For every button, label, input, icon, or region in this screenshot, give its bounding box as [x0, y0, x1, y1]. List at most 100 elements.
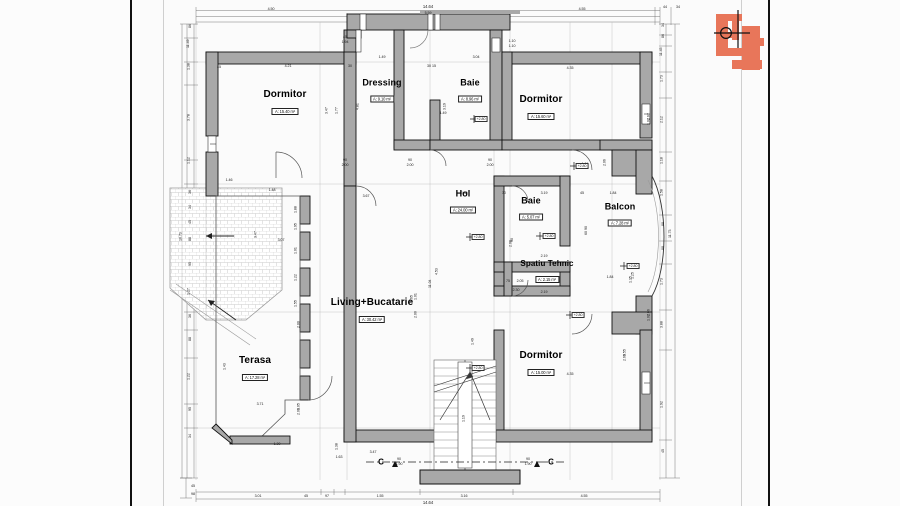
dimension-inner-31: 1.88 [293, 206, 298, 213]
dimension-inner-17: 90 [343, 158, 347, 162]
dimension-right-15: 1.02 [646, 118, 651, 125]
room-area-dormitor-se: A: 15.00 m² [527, 369, 555, 376]
dimension-inner-72: 3.07 [277, 238, 285, 242]
section-marker-label-1: C [548, 457, 554, 467]
dimension-left-10: 95 [188, 262, 193, 266]
dimension-left-12: 36 [188, 314, 193, 318]
dimension-right-10: 1.73 [659, 278, 664, 285]
room-label-terasa[interactable]: Terasa A: 17.28 m² [239, 356, 271, 384]
dimension-inner-64: 3.47 [369, 450, 377, 454]
room-name-dressing: Dressing [362, 77, 402, 88]
dimension-inner-51: 1.35 [628, 276, 633, 283]
dimension-inner-70: 1.90 [524, 462, 532, 466]
room-name-dormitor-se: Dormitor [519, 350, 563, 361]
dimension-inner-71: 1.46 [225, 178, 233, 182]
page-inner-edge-right [741, 0, 742, 506]
dimension-right-1: 86 [661, 34, 666, 38]
dimension-inner-7: 30 [427, 64, 431, 68]
dimension-left-9: 88 [188, 237, 193, 241]
room-area-baie-nord: A: 8.96 m² [458, 95, 482, 103]
section-marker-arrow-1 [534, 461, 540, 467]
room-label-spatiu-tehnic[interactable]: Spatiu Tehnic A: 2.15 m² [520, 260, 573, 286]
dimension-inner-47: 75 [506, 279, 510, 283]
room-name-baie-centru: Baie [521, 195, 541, 206]
dimension-inner-29: 1.48 [268, 188, 276, 192]
room-area-spatiu-tehnic: A: 2.15 m² [535, 276, 559, 283]
dimension-left-16: 34 [188, 434, 193, 438]
dimension-left-4: 1.12 [186, 157, 191, 164]
dimension-inner-36: 2.00 [296, 321, 301, 328]
dimension-inner-32: 1.95 [293, 223, 298, 230]
dimension-inner-35: 1.55 [293, 300, 298, 307]
dimension-inner-68: 1.90 [395, 462, 403, 466]
dimension-inner-15: 1.49 [439, 111, 447, 115]
dimension-left-5: 36 [188, 190, 193, 194]
dimension-right-13: 45 [661, 449, 666, 453]
room-area-hol: A: 24.00 m² [449, 206, 477, 214]
level-symbol-1: +2.80 [542, 233, 556, 239]
dimension-inner-67: 90 [397, 457, 401, 461]
dimension-inner-41: 2.00 [413, 311, 418, 318]
dimension-bottom-1: 45 [304, 494, 308, 498]
page-margin-left [0, 0, 130, 506]
dimension-inner-9: 4.35 [566, 66, 574, 70]
dimension-inner-34: 1.22 [293, 274, 298, 281]
dimension-bottom-0: 3.01 [254, 494, 262, 498]
room-label-baie-centru[interactable]: Baie A: 5.07 m² [519, 195, 543, 224]
dimension-inner-27: 45 [580, 191, 584, 195]
dimension-inner-66: 1.19 [461, 415, 466, 422]
dimension-inner-25: 1.84 [609, 191, 617, 195]
room-name-terasa: Terasa [238, 355, 272, 366]
dimension-inner-0: 4.21 [284, 64, 292, 68]
page-margin-right [770, 0, 900, 506]
room-area-terasa: A: 17.28 m² [241, 374, 269, 381]
dimension-right-17: 1.02 [646, 314, 651, 321]
dimension-left-14: 1.22 [186, 373, 191, 380]
level-symbol-4: +2.80 [626, 263, 640, 269]
staircase [433, 359, 497, 471]
dimension-inner-23: 2.30 [460, 191, 468, 195]
dimension-right-9: 88 [661, 246, 666, 250]
room-name-dormitor-nw: Dormitor [263, 89, 307, 100]
architect-logo-watermark [714, 10, 764, 70]
dimension-inner-52: 2.06 [602, 159, 607, 166]
room-area-baie-centru: A: 5.07 m² [519, 213, 543, 221]
dimension-inner-63: 1.43 [222, 363, 227, 370]
level-symbol-0: +2.80 [474, 116, 488, 122]
room-name-spatiu-tehnic: Spatiu Tehnic [520, 259, 574, 268]
dimension-right-2: 11.45 [658, 47, 663, 56]
room-label-hol[interactable]: Hol A: 24.00 m² [449, 188, 477, 217]
page-inner-edge-left [163, 0, 164, 506]
dimension-inner-38: 11.04 [427, 279, 432, 288]
section-marker-arrow-0 [392, 461, 398, 467]
dimension-inner-55: 60 [584, 231, 589, 235]
room-label-dormitor-se[interactable]: Dormitor A: 15.00 m² [519, 351, 562, 379]
dimension-left-1: 11.49 [185, 39, 190, 48]
room-area-dormitor-nw: A: 15.40 m² [271, 108, 299, 115]
room-name-hol: Hol [455, 188, 471, 199]
dimension-inner-26: 30 [502, 191, 506, 195]
dimension-right-5: 1.18 [659, 157, 664, 164]
dimension-inner-73: 1.38 [334, 443, 339, 450]
dimension-inner-43: 2.19 [540, 290, 548, 294]
dimension-inner-48: 2.05 [516, 279, 524, 283]
dimension-bottom-4: 3.16 [460, 494, 468, 498]
balcony-curved-wall [647, 175, 665, 297]
dimension-top-0: 14.64 [422, 4, 434, 9]
dimension-inner-6: 30 [348, 64, 352, 68]
room-label-dormitor-nw[interactable]: Dormitor A: 15.40 m² [263, 90, 306, 118]
page-border-left-rule [130, 0, 132, 506]
dimension-top-5: 34 [676, 5, 680, 9]
dimension-right-8: 11.73 [667, 229, 672, 238]
level-symbol-3: +2.80 [575, 163, 589, 169]
dimension-inner-65: 1.49 [470, 338, 475, 345]
dimension-left-2: 1.38 [186, 63, 191, 70]
room-name-balcon: Balcon [604, 201, 636, 212]
